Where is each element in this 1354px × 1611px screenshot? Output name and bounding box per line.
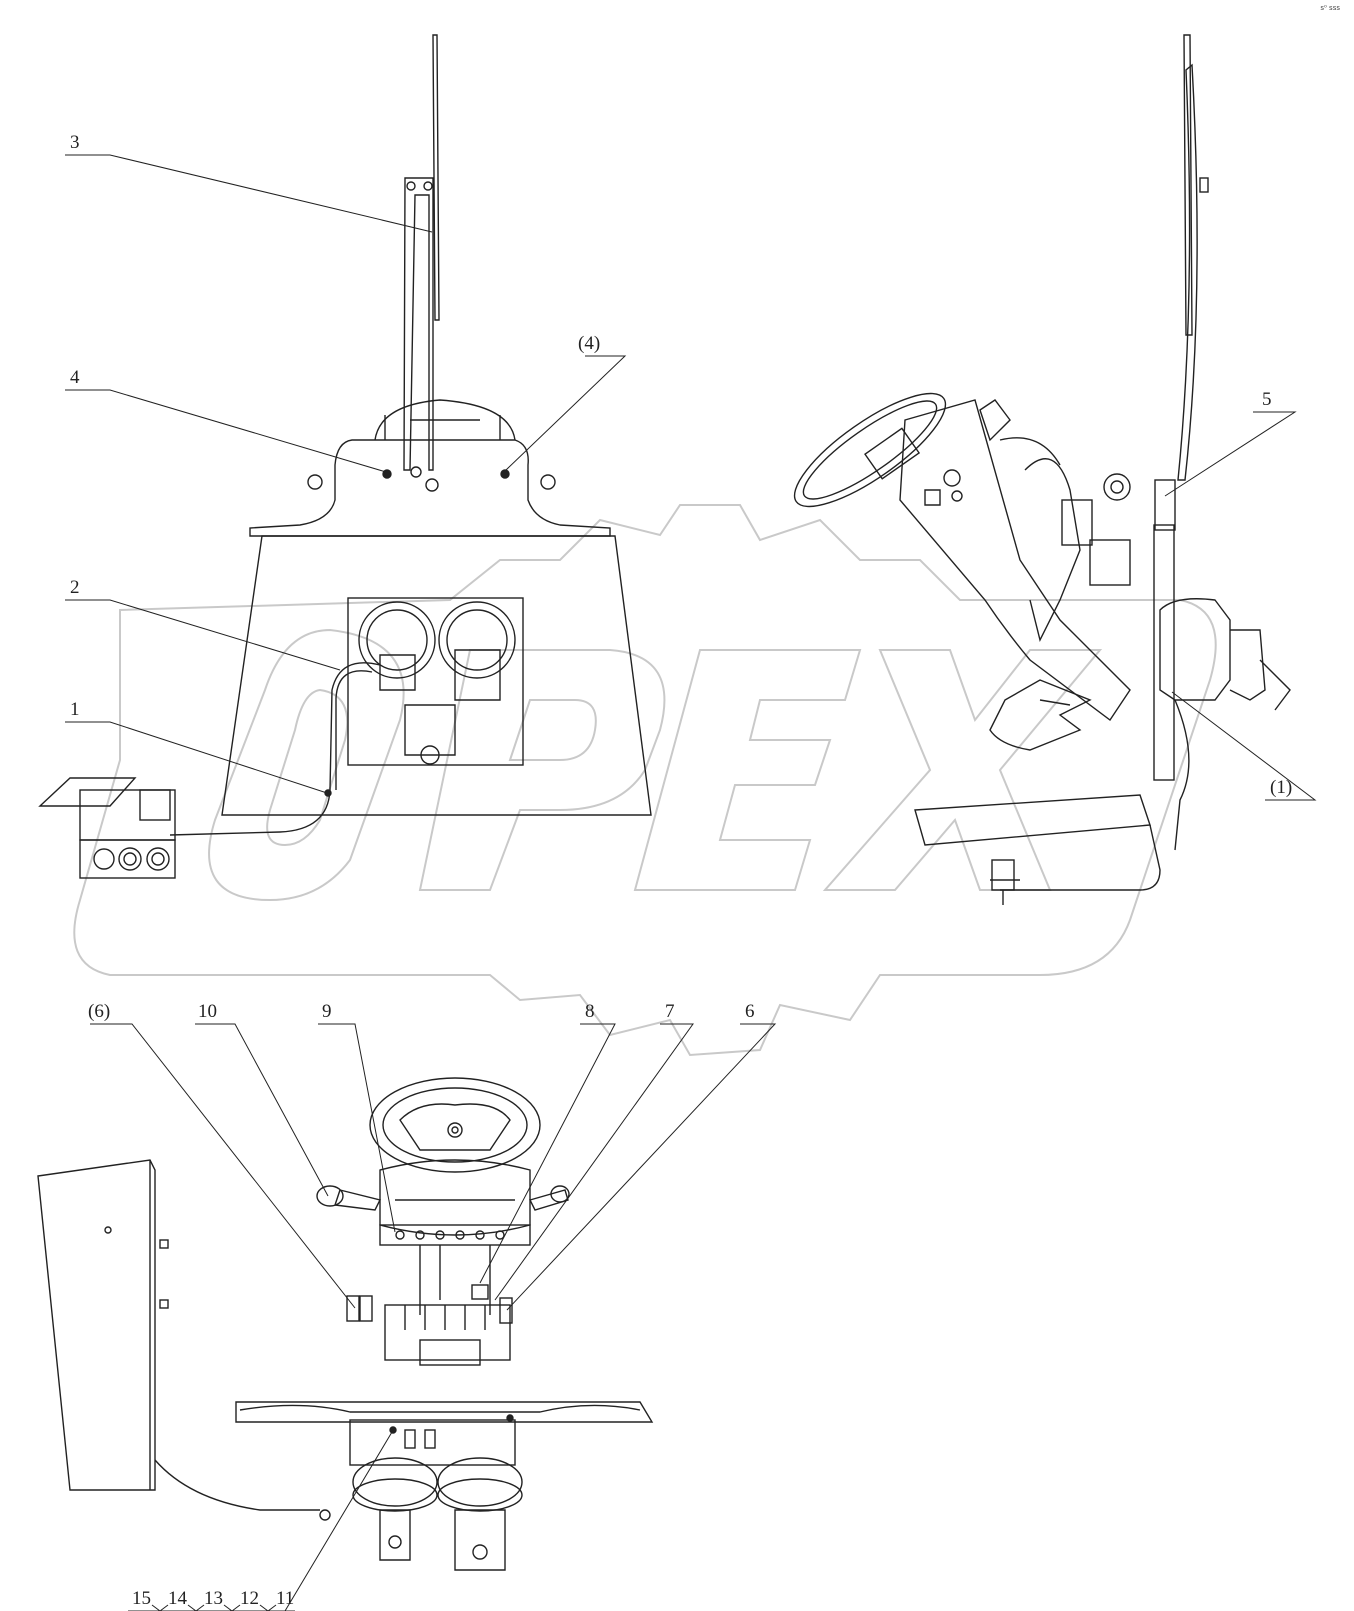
callout-8: 8 — [585, 1001, 595, 1022]
front-view — [38, 34, 652, 879]
leader-9 — [318, 1023, 396, 1233]
leader-3 — [65, 154, 433, 233]
watermark-ring-outer — [208, 628, 405, 902]
bottom-chamber-left — [352, 1457, 438, 1507]
side-wiper-arm — [1177, 63, 1198, 481]
pedal-arm — [989, 679, 1092, 751]
right-stalk — [528, 1189, 569, 1211]
callout-2: 2 — [70, 577, 80, 598]
callout-7: 7 — [665, 1001, 675, 1022]
leader-1 — [65, 721, 328, 794]
callout-11: 11 — [276, 1588, 294, 1609]
side-view — [793, 34, 1291, 905]
watermark-letter-P — [418, 649, 666, 891]
leader-4 — [65, 389, 387, 473]
wiper-arm — [403, 177, 434, 471]
wiper-blade — [432, 34, 440, 321]
brake-chamber-right — [438, 601, 516, 679]
side-valve-block — [1159, 598, 1231, 701]
leader-1p — [1171, 691, 1317, 801]
leader-10 — [195, 1023, 329, 1197]
valve-block — [79, 839, 176, 879]
brake-mount-plate — [349, 1419, 516, 1466]
side-wiper-blade — [1183, 34, 1193, 336]
bottom-chamber-right — [437, 1457, 523, 1507]
callout-13: 13 — [204, 1588, 223, 1609]
leader-4p — [505, 355, 627, 471]
firewall-plate — [1153, 524, 1175, 781]
rear-steering-wheel — [369, 1077, 541, 1173]
foot-pedal-plate — [38, 777, 137, 807]
watermark-ring-inner — [266, 688, 349, 847]
callout-4: 4 — [70, 367, 80, 388]
leader-11 — [272, 1431, 393, 1611]
lower-relay — [991, 859, 1015, 891]
callout-12: 12 — [240, 1588, 259, 1609]
callout-10: 10 — [198, 1001, 217, 1022]
leader-6 — [506, 1023, 777, 1311]
leader-5 — [1164, 411, 1297, 497]
brake-valve-plate — [347, 597, 524, 766]
callout-5: 5 — [1262, 389, 1272, 410]
leader-2 — [65, 599, 341, 671]
leader-7 — [494, 1023, 694, 1301]
callout-14: 14 — [168, 1588, 188, 1609]
console-body — [221, 535, 652, 816]
floor-plate — [235, 1401, 654, 1423]
watermark-gear-outline — [73, 504, 1217, 1057]
connector-right — [499, 1297, 513, 1324]
callout-1: 1 — [70, 699, 80, 720]
brake-chamber-left — [358, 601, 436, 679]
relay-box — [384, 1304, 511, 1361]
steering-column — [899, 399, 1131, 722]
dash-panel — [249, 439, 611, 537]
callout-6: 6 — [745, 1001, 755, 1022]
side-cabinet — [37, 1159, 156, 1491]
callout-3: 3 — [70, 132, 80, 153]
connector-left — [346, 1295, 360, 1322]
callout-9: 9 — [322, 1001, 332, 1022]
callout-15: 15 — [132, 1588, 151, 1609]
wiper-motor-housing — [374, 399, 516, 441]
corner-mark: s⁰ sss — [1320, 4, 1340, 12]
rear-view — [37, 1077, 654, 1571]
leader-8 — [479, 1023, 616, 1284]
callout-4p: (4) — [578, 333, 600, 354]
left-stalk — [334, 1189, 382, 1211]
column-shroud — [379, 1159, 531, 1236]
pedal-box — [79, 789, 176, 841]
watermark — [73, 504, 1217, 1057]
leader-6p — [90, 1023, 356, 1309]
callout-1p: (1) — [1270, 777, 1292, 798]
leader-lines — [65, 154, 1317, 1611]
callout-labels: 3 4 (4) 2 1 5 (1) (6) 10 9 8 7 6 15 14 1… — [70, 132, 1292, 1609]
steering-wheel — [793, 392, 947, 508]
watermark-letter-X — [822, 649, 1103, 891]
foot-rest — [914, 794, 1151, 846]
callout-6p: (6) — [88, 1001, 110, 1022]
relay-round — [1103, 473, 1131, 501]
watermark-letter-E — [633, 649, 862, 891]
